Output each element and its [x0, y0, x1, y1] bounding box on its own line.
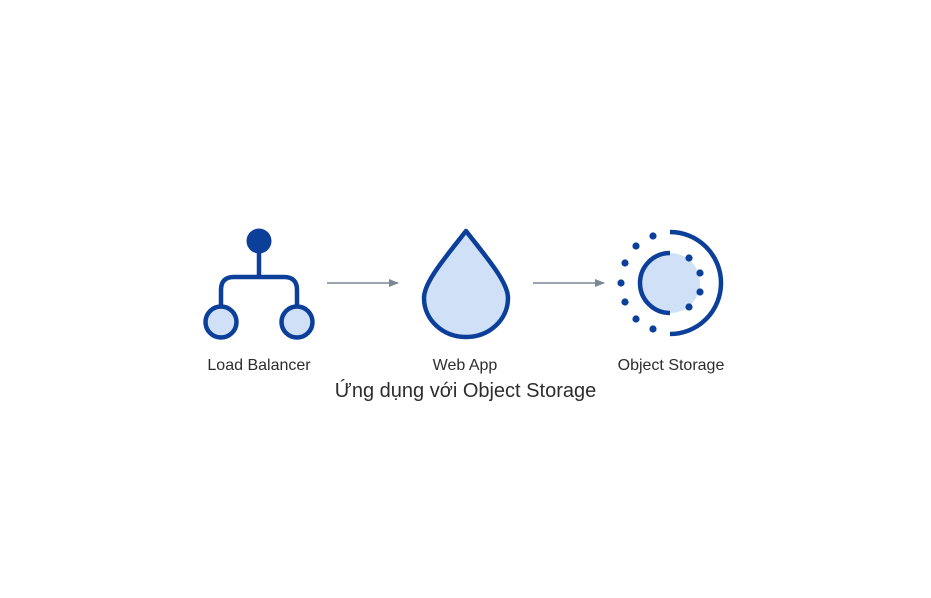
object-storage-icon	[617, 229, 724, 337]
diagram-caption: Ứng dụng với Object Storage	[334, 380, 597, 402]
object-storage-label: Object Storage	[617, 357, 725, 374]
web-app-label: Web App	[432, 357, 498, 374]
load-balancer-icon	[203, 228, 315, 340]
load-balancer-label: Load Balancer	[207, 357, 311, 374]
droplet-icon	[421, 228, 511, 340]
